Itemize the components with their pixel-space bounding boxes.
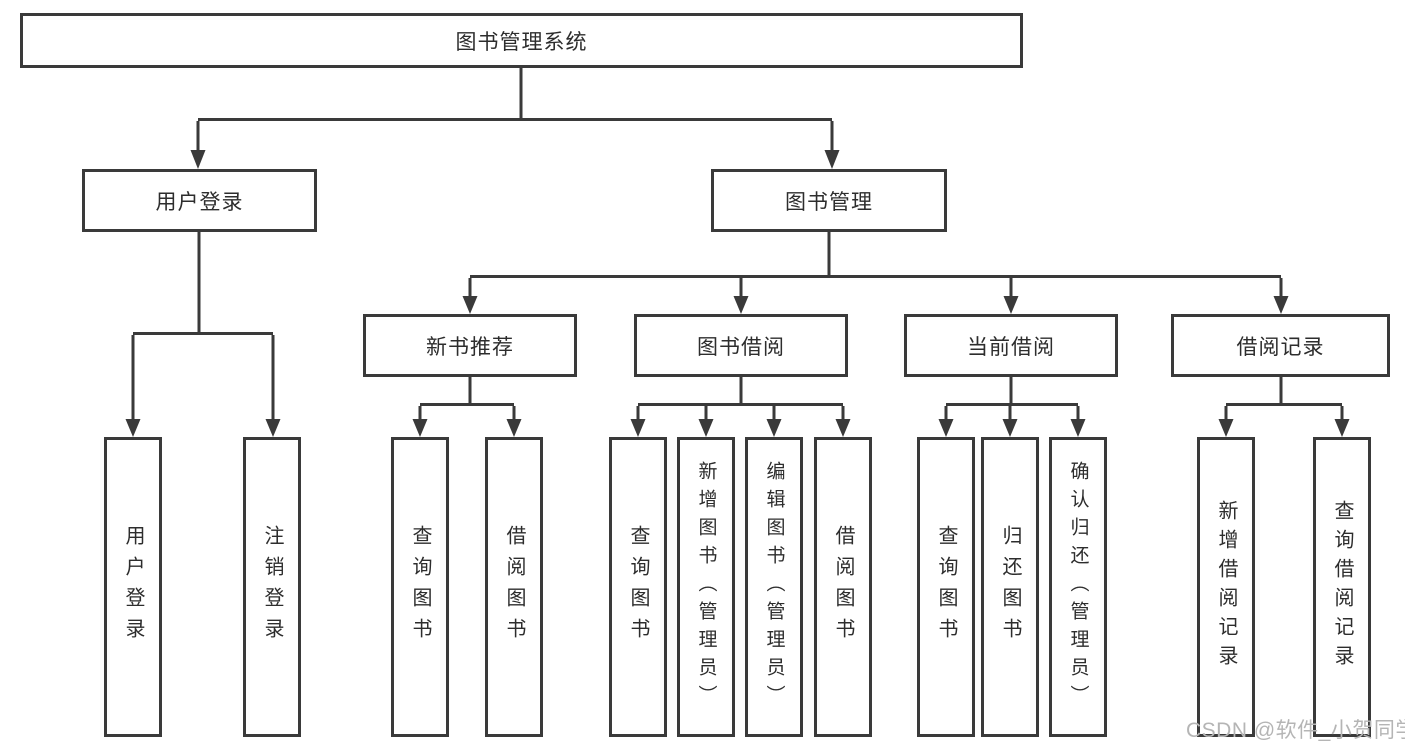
node-borrow-record: 借阅记录 bbox=[1171, 314, 1390, 377]
leaf-user-login-label: 用户登录 bbox=[122, 525, 144, 649]
leaf-query-borrow-record: 查询借阅记录 bbox=[1313, 437, 1371, 737]
leaf-return-book-label: 归还图书 bbox=[999, 525, 1021, 649]
leaf-return-book: 归还图书 bbox=[981, 437, 1039, 737]
connector-current-borrow-to-leaves bbox=[938, 377, 1086, 437]
leaf-query-books-borrow-label: 查询图书 bbox=[627, 525, 649, 649]
node-current-borrow: 当前借阅 bbox=[904, 314, 1118, 377]
leaf-add-borrow-record-label: 新增借阅记录 bbox=[1215, 500, 1237, 674]
csdn-watermark: CSDN @软件_小贺同学 bbox=[1186, 719, 1405, 742]
node-book-management-label: 图书管理 bbox=[785, 190, 873, 214]
node-current-borrow-label: 当前借阅 bbox=[967, 335, 1055, 359]
node-book-management: 图书管理 bbox=[711, 169, 947, 232]
node-new-book-recommend: 新书推荐 bbox=[363, 314, 577, 377]
connector-user-login-to-leaves bbox=[125, 232, 281, 437]
leaf-add-book-admin-label: 新增图书（管理员） bbox=[695, 461, 717, 713]
leaf-query-books-current: 查询图书 bbox=[917, 437, 975, 737]
node-book-borrow-label: 图书借阅 bbox=[697, 335, 785, 359]
leaf-borrow-books-label: 借阅图书 bbox=[832, 525, 854, 649]
connector-borrow-record-to-leaves bbox=[1218, 377, 1350, 437]
leaf-user-login: 用户登录 bbox=[104, 437, 162, 737]
connector-book-borrow-to-leaves bbox=[630, 377, 851, 437]
node-borrow-record-label: 借阅记录 bbox=[1236, 335, 1325, 359]
leaf-query-books-recommend: 查询图书 bbox=[391, 437, 449, 737]
leaf-borrow-books-recommend: 借阅图书 bbox=[485, 437, 543, 737]
leaf-add-borrow-record: 新增借阅记录 bbox=[1197, 437, 1255, 737]
node-new-book-recommend-label: 新书推荐 bbox=[426, 335, 514, 359]
connector-book-management-to-level3 bbox=[462, 232, 1289, 314]
leaf-borrow-books: 借阅图书 bbox=[814, 437, 872, 737]
leaf-logout: 注销登录 bbox=[243, 437, 301, 737]
leaf-query-books-recommend-label: 查询图书 bbox=[409, 525, 431, 649]
leaf-add-book-admin: 新增图书（管理员） bbox=[677, 437, 735, 737]
leaf-query-books-borrow: 查询图书 bbox=[609, 437, 667, 737]
leaf-query-borrow-record-label: 查询借阅记录 bbox=[1331, 500, 1353, 674]
node-user-login-label: 用户登录 bbox=[155, 190, 244, 214]
leaf-borrow-books-recommend-label: 借阅图书 bbox=[503, 525, 525, 649]
node-library-system: 图书管理系统 bbox=[20, 13, 1023, 68]
node-book-borrow: 图书借阅 bbox=[634, 314, 848, 377]
leaf-confirm-return-admin-label: 确认归还（管理员） bbox=[1067, 461, 1089, 713]
node-user-login: 用户登录 bbox=[82, 169, 317, 232]
leaf-query-books-current-label: 查询图书 bbox=[935, 525, 957, 649]
leaf-edit-book-admin-label: 编辑图书（管理员） bbox=[763, 461, 785, 713]
leaf-confirm-return-admin: 确认归还（管理员） bbox=[1049, 437, 1107, 737]
connector-root-to-level2 bbox=[190, 68, 840, 169]
leaf-edit-book-admin: 编辑图书（管理员） bbox=[745, 437, 803, 737]
node-library-system-label: 图书管理系统 bbox=[455, 30, 588, 54]
connector-new-book-recommend-to-leaves bbox=[412, 377, 522, 437]
leaf-logout-label: 注销登录 bbox=[261, 525, 283, 649]
